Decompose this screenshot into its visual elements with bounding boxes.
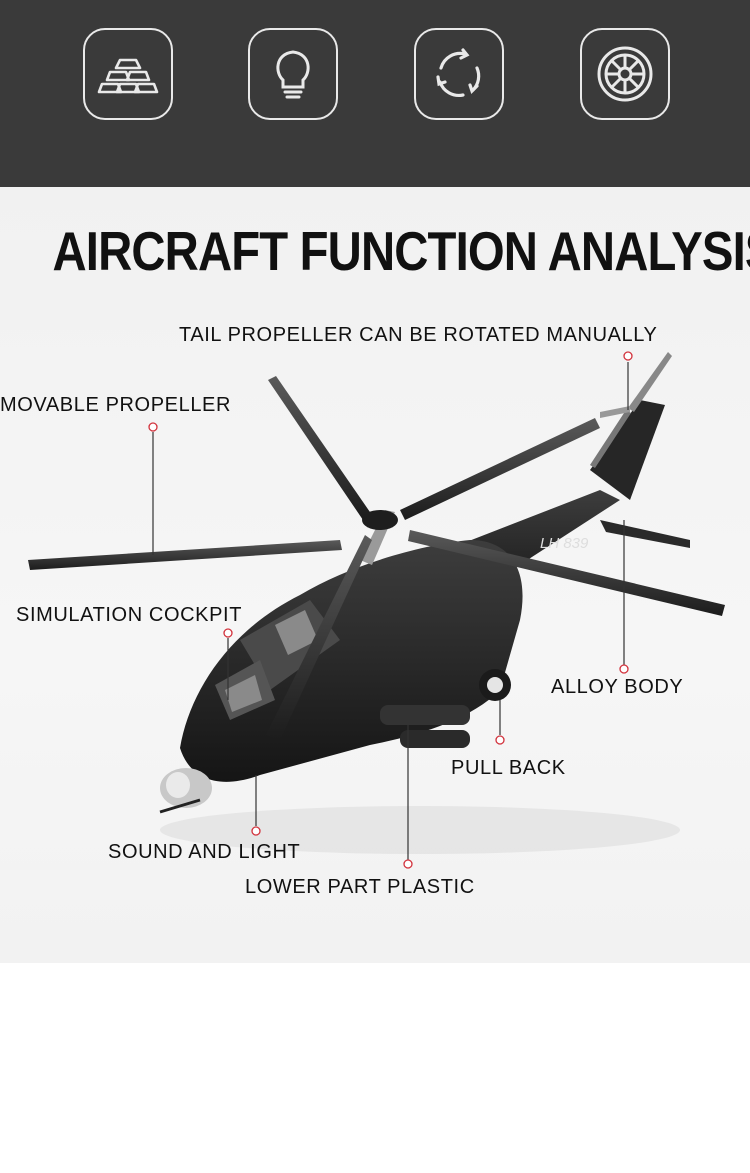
callout-tail-propeller: TAIL PROPELLER CAN BE ROTATED MANUALLY (179, 324, 658, 346)
callout-sound-and-light: SOUND AND LIGHT (108, 841, 301, 863)
wheel-icon (580, 28, 670, 120)
callout-lower-part-plastic: LOWER PART PLASTIC (245, 876, 475, 898)
callout-movable-propeller: MOVABLE PROPELLER (0, 394, 232, 416)
feature-icon-bar (0, 0, 750, 187)
gold-bars-icon (83, 28, 173, 120)
lightbulb-icon (248, 28, 338, 120)
rotate-icon (414, 28, 504, 120)
callout-simulation-cockpit: SIMULATION COCKPIT (16, 604, 243, 626)
callout-alloy-body: ALLOY BODY (551, 676, 684, 698)
helicopter-image: LH 839 (28, 352, 725, 854)
tail-number: LH 839 (540, 535, 589, 552)
callout-pull-back: PULL BACK (451, 757, 566, 779)
page-title: AIRCRAFT FUNCTION ANALYSIS (52, 220, 750, 282)
